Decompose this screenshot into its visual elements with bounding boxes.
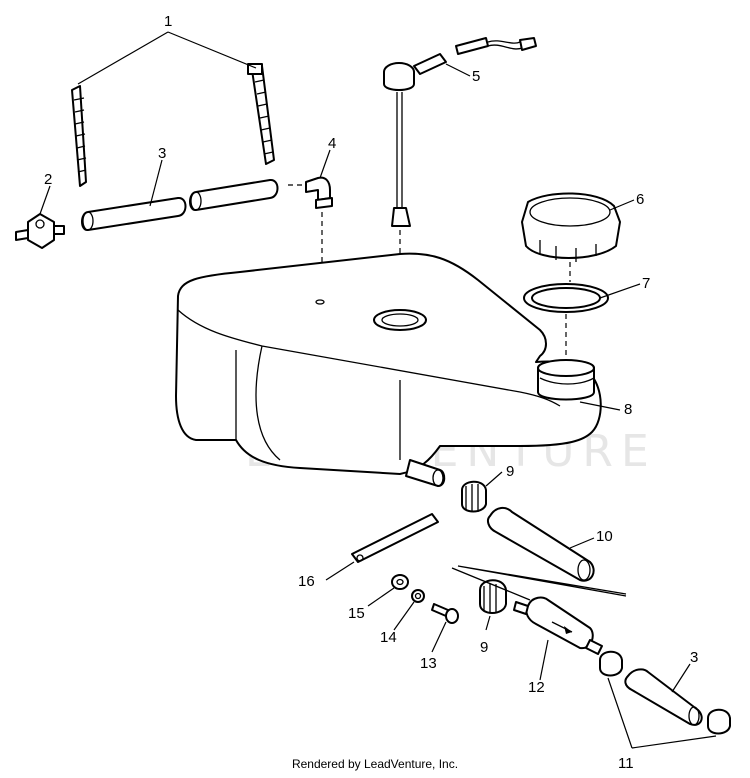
part-3-hose-lower — [624, 668, 703, 726]
callout-5: 5 — [472, 68, 480, 85]
part-2-valve — [15, 213, 65, 249]
callout-2: 2 — [44, 171, 52, 188]
callout-15: 15 — [348, 605, 365, 622]
callout-14: 14 — [380, 629, 397, 646]
part-10-hose — [487, 506, 595, 582]
callout-3-upper: 3 — [158, 145, 166, 162]
callout-8: 8 — [624, 401, 632, 418]
part-7-gasket — [523, 283, 609, 356]
part-15-washer — [391, 574, 409, 590]
part-3-hose-upper — [81, 179, 279, 231]
callout-13: 13 — [420, 655, 437, 672]
callout-1: 1 — [164, 13, 172, 30]
part-13-screw — [431, 603, 459, 624]
part-9-clamp-upper — [461, 480, 487, 513]
callouts: 1 2 3 4 5 6 7 8 9 10 16 15 14 13 9 12 3 … — [44, 13, 698, 772]
part-12-fuel-filter — [513, 596, 603, 655]
callout-9-upper: 9 — [506, 463, 514, 480]
callout-4: 4 — [328, 135, 336, 152]
callout-3-lower: 3 — [690, 649, 698, 666]
callout-9-lower: 9 — [480, 639, 488, 656]
footer-credit: Rendered by LeadVenture, Inc. — [291, 757, 459, 771]
part-11-clamps — [599, 650, 731, 735]
callout-7: 7 — [642, 275, 650, 292]
part-6-fuel-cap — [521, 192, 621, 282]
part-1-straps — [71, 63, 275, 187]
callout-11: 11 — [618, 755, 634, 772]
part-8-fuel-tank — [175, 252, 602, 487]
part-16-bracket — [351, 513, 439, 563]
callout-6: 6 — [636, 191, 644, 208]
callout-16: 16 — [298, 573, 315, 590]
callout-12: 12 — [528, 679, 545, 696]
leader-lines — [39, 31, 717, 749]
part-14-lock-washer — [411, 589, 425, 603]
callout-10: 10 — [596, 528, 613, 545]
